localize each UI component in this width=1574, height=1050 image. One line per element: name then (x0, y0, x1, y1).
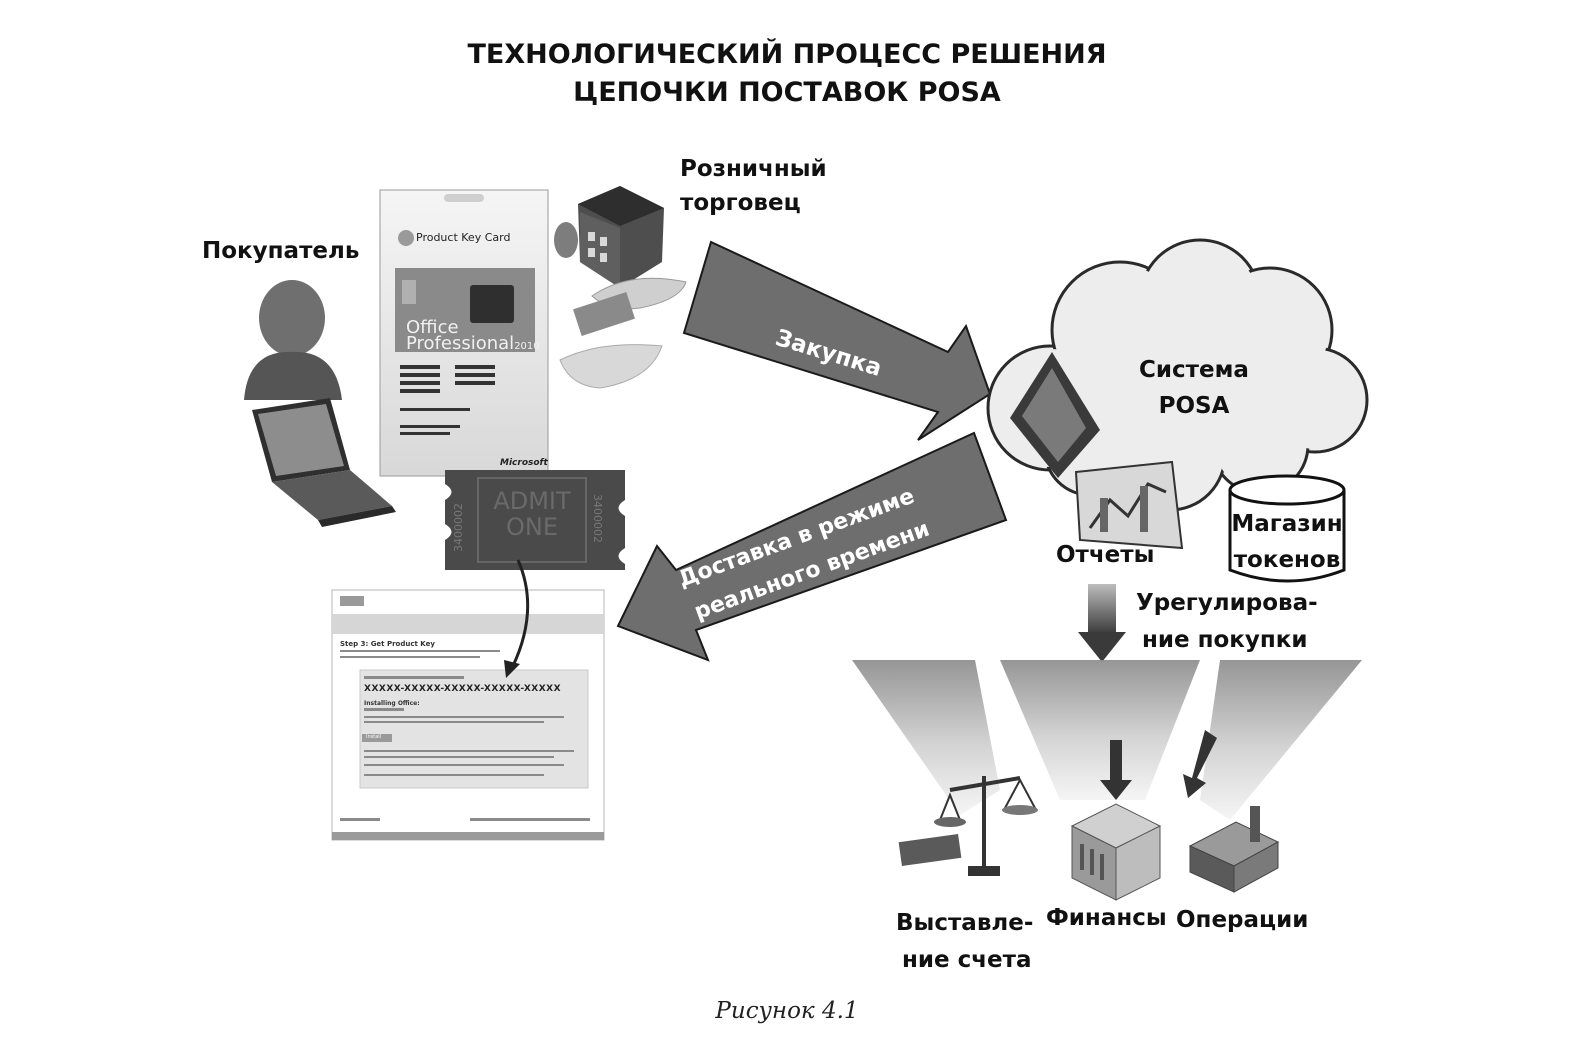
ticket-serial-right: 3400002 (591, 494, 604, 543)
card-product-line-2: Professional2010 (406, 333, 540, 355)
billing-scales-icon (898, 776, 1038, 876)
admit-one-ticket-image (445, 470, 625, 570)
posa-system-line-1: Система (1139, 357, 1249, 383)
webpage-section-heading: Installing Office: (364, 700, 420, 707)
settlement-down-arrow (1078, 584, 1126, 662)
system-module-icon (1010, 352, 1100, 478)
product-key-webpage-image (331, 589, 605, 841)
token-store-label: Магазин токенов (1229, 506, 1345, 578)
card-brand-logo: Microsoft (500, 458, 548, 468)
billing-label: Выставле- ние счета (896, 905, 1033, 979)
operations-factory-icon (1188, 806, 1280, 893)
billing-line-2: ние счета (902, 947, 1032, 973)
diagram-title: ТЕХНОЛОГИЧЕСКИЙ ПРОЦЕСС РЕШЕНИЯ ЦЕПОЧКИ … (0, 36, 1574, 112)
webpage-step-heading: Step 3: Get Product Key (340, 640, 435, 648)
buyer-label: Покупатель (202, 238, 360, 264)
title-line-1: ТЕХНОЛОГИЧЕСКИЙ ПРОЦЕСС РЕШЕНИЯ (467, 39, 1107, 70)
buyer-person-icon (244, 280, 342, 400)
connector-arrowhead (504, 660, 520, 678)
card-product-line-1: Office (406, 317, 459, 338)
token-store-line-1: Магазин (1231, 511, 1343, 537)
webpage-product-key: XXXXX-XXXXX-XXXXX-XXXXX-XXXXX (364, 684, 562, 694)
distribution-beams (852, 660, 1362, 820)
ticket-serial-left: 3400002 (452, 503, 465, 552)
webpage-install-button: Install (366, 734, 382, 740)
ticket-to-page-connector (510, 559, 530, 669)
posa-system-label: Система POSA (1132, 352, 1256, 424)
figure-caption: Рисунок 4.1 (715, 998, 859, 1024)
delivery-arrow (616, 431, 1008, 662)
card-product-year: 2010 (514, 341, 540, 352)
reports-chart-icon (1074, 460, 1184, 550)
token-store-line-2: токенов (1233, 547, 1341, 573)
settlement-line-2: ние покупки (1142, 627, 1308, 653)
payment-hands-icon (559, 277, 687, 389)
product-key-card-image (379, 189, 549, 477)
card-product-edition: Professional (406, 333, 515, 354)
ticket-line-1: ADMIT (493, 487, 571, 515)
billing-line-1: Выставле- (896, 910, 1034, 936)
ticket-text: ADMIT ONE (490, 488, 574, 540)
retailer-label-line-2: торговец (680, 190, 801, 216)
finance-label: Финансы (1046, 905, 1167, 931)
token-store-database-icon (1228, 474, 1346, 583)
reports-label: Отчеты (1056, 542, 1155, 568)
retailer-label-line-1: Розничный (680, 156, 827, 182)
settlement-label: Урегулирова- ние покупки (1136, 585, 1318, 659)
settlement-line-1: Урегулирова- (1136, 590, 1318, 616)
operations-label: Операции (1176, 907, 1309, 933)
ticket-line-2: ONE (505, 513, 558, 541)
retailer-label: Розничный торговец (680, 152, 827, 220)
retailer-building-icon (554, 186, 664, 288)
purchase-arrow (682, 240, 992, 441)
laptop-icon (252, 398, 396, 527)
card-product-name: Office Professional2010 (406, 317, 540, 355)
finance-bank-icon (1070, 803, 1162, 901)
card-header: Product Key Card (416, 231, 511, 244)
posa-system-line-2: POSA (1158, 393, 1230, 419)
title-line-2: ЦЕПОЧКИ ПОСТАВОК POSA (573, 77, 1001, 108)
